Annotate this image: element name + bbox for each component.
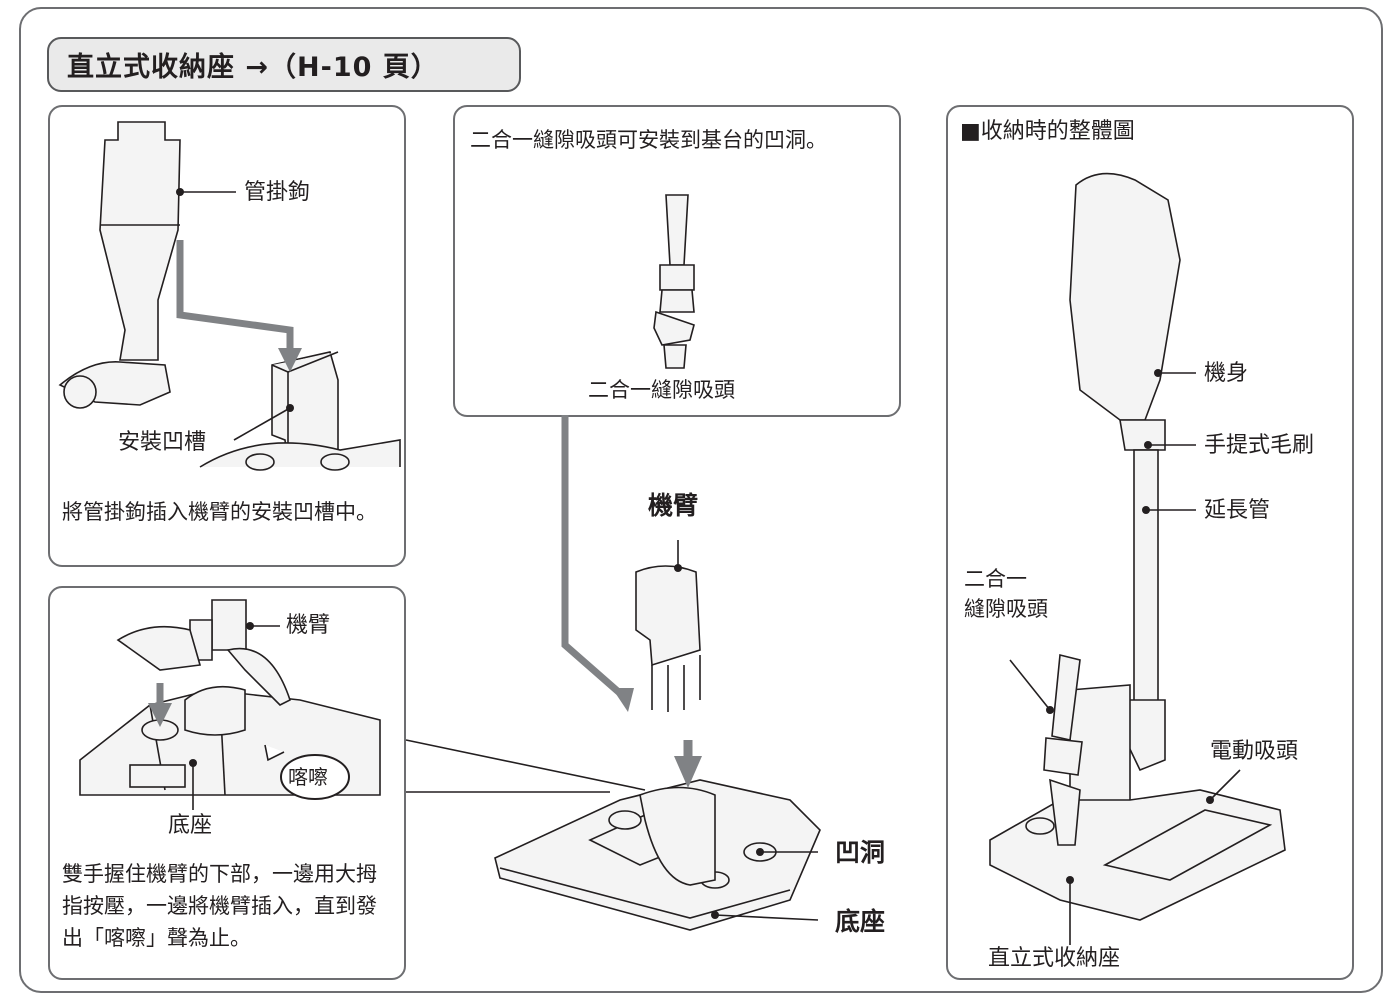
label-crevice-line1: 二合一 (964, 567, 1027, 591)
label-install-slot: 安裝凹槽 (118, 430, 207, 455)
label-arm-large: 機臂 (648, 491, 699, 520)
label-base-large: 底座 (835, 907, 886, 936)
label-base-small: 底座 (168, 813, 213, 838)
label-hole: 凹洞 (835, 838, 886, 867)
label-crevice-tool: 二合一縫隙吸頭 (588, 378, 735, 402)
label-click-bubble: 喀嚓 (288, 765, 328, 789)
label-power-head: 電動吸頭 (1210, 739, 1299, 764)
overall-heading: ■收納時的整體圖 (960, 119, 1135, 144)
label-upright-stand: 直立式收納座 (988, 946, 1121, 971)
label-crevice-line2: 縫隙吸頭 (964, 597, 1048, 621)
label-body: 機身 (1204, 361, 1249, 386)
page-frame (19, 7, 1383, 993)
label-arm-small: 機臂 (286, 613, 331, 638)
section-title: 直立式收納座 →（H-10 頁） (67, 52, 439, 83)
instruction-hook: 將管掛鉤插入機臂的安裝凹槽中。 (62, 500, 377, 524)
section-title-box: 直立式收納座 →（H-10 頁） (47, 37, 521, 92)
label-hook: 管掛鉤 (244, 180, 311, 205)
instruction-arm: 雙手握住機臂的下部，一邊用大拇指按壓，一邊將機臂插入，直到發出「喀嚓」聲為止。 (62, 862, 377, 950)
label-handheld-brush: 手提式毛刷 (1204, 433, 1315, 458)
label-extension-pipe: 延長管 (1204, 498, 1271, 523)
crevice-instruction: 二合一縫隙吸頭可安裝到基台的凹洞。 (470, 128, 827, 152)
